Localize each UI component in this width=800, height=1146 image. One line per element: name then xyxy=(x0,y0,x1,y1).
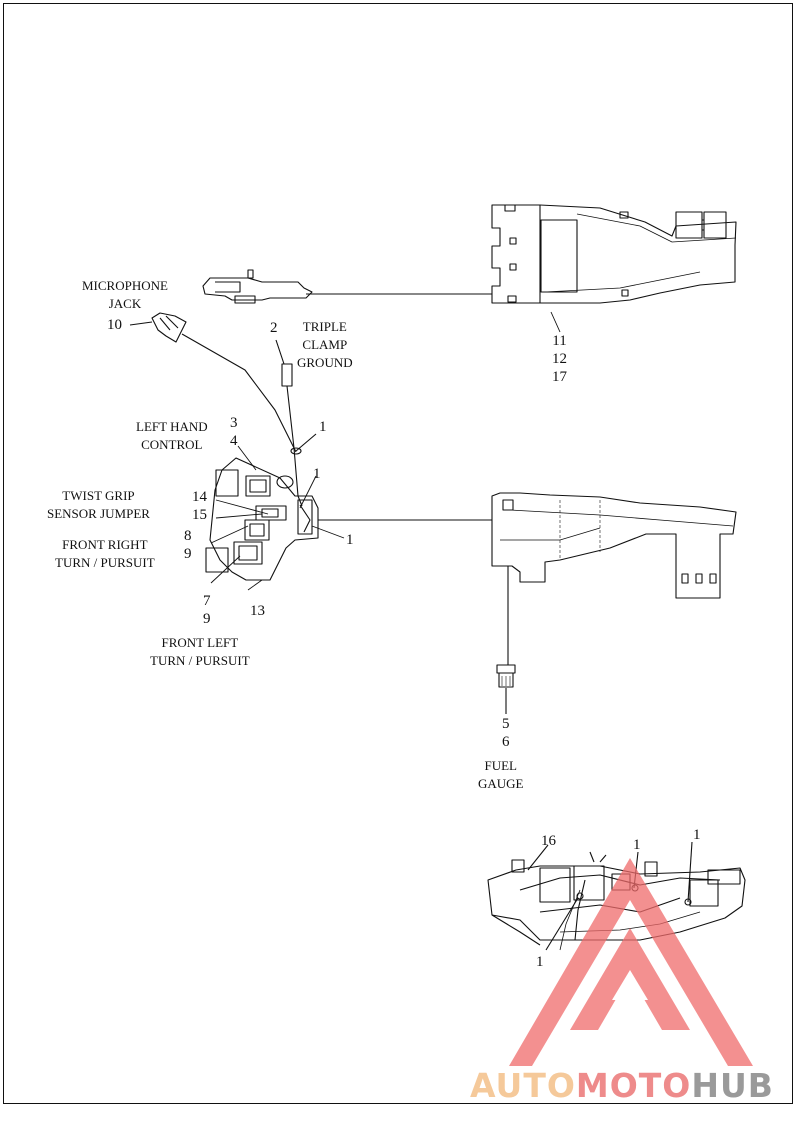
label-line: SENSOR JUMPER xyxy=(47,506,150,521)
callout-7-9: 7 9 xyxy=(203,592,211,628)
callout-17: 17 xyxy=(552,369,567,385)
watermark-logo-mark xyxy=(509,858,753,1066)
callout-16: 16 xyxy=(541,833,556,849)
callout-1-inset-c: 1 xyxy=(536,954,544,970)
callout-14: 14 xyxy=(192,489,207,505)
label-fuel-gauge: FUEL GAUGE xyxy=(478,757,524,793)
label-front-right-turn-pursuit: FRONT RIGHT TURN / PURSUIT xyxy=(55,536,155,572)
triple-clamp-ground-harness xyxy=(275,339,317,507)
label-line: TURN / PURSUIT xyxy=(150,653,250,668)
watermark-text-auto: AUTO xyxy=(470,1066,576,1105)
label-line: FRONT RIGHT xyxy=(62,537,148,552)
callout-14-15: 14 15 xyxy=(192,488,207,524)
label-line: GROUND xyxy=(297,355,353,370)
label-line: CLAMP xyxy=(302,337,348,352)
label-twist-grip-sensor-jumper: TWIST GRIP SENSOR JUMPER xyxy=(47,487,150,523)
watermark-logo: AUTOMOTOHUB xyxy=(470,1066,774,1105)
lower-harness-housing xyxy=(491,492,737,599)
callout-6: 6 xyxy=(502,734,510,750)
label-line: FUEL xyxy=(484,758,518,773)
callout-11: 11 xyxy=(552,333,567,349)
label-line: JACK xyxy=(108,296,142,311)
callout-3: 3 xyxy=(230,415,238,431)
microphone-jack-harness xyxy=(202,269,492,304)
callout-5: 5 xyxy=(502,716,510,732)
callout-10: 10 xyxy=(107,317,122,333)
left-hand-control-housing xyxy=(205,457,319,581)
callout-3-4: 3 4 xyxy=(230,414,238,450)
callout-1-right: 1 xyxy=(346,532,354,548)
callout-2: 2 xyxy=(270,320,278,336)
upper-harness-housing xyxy=(491,204,737,304)
leader-lines xyxy=(210,311,561,591)
drawing-frame xyxy=(3,3,793,1104)
watermark-text-moto: MOTO xyxy=(575,1066,692,1105)
callout-8: 8 xyxy=(184,528,192,544)
label-line: FRONT LEFT xyxy=(161,635,239,650)
label-line: MICROPHONE xyxy=(82,278,168,293)
callout-1-connector: 1 xyxy=(313,466,321,482)
label-triple-clamp-ground: TRIPLE CLAMP GROUND xyxy=(297,318,353,372)
callout-9: 9 xyxy=(184,546,192,562)
label-line: TURN / PURSUIT xyxy=(55,555,155,570)
callout-11-12-17: 11 12 17 xyxy=(552,332,567,386)
label-left-hand-control: LEFT HAND CONTROL xyxy=(136,418,208,454)
label-front-left-turn-pursuit: FRONT LEFT TURN / PURSUIT xyxy=(150,634,250,670)
fuel-gauge-harness xyxy=(496,566,516,714)
label-line: TRIPLE xyxy=(302,319,347,334)
callout-4: 4 xyxy=(230,433,238,449)
label-line: GAUGE xyxy=(478,776,524,791)
connector-10 xyxy=(129,312,297,453)
callout-5-6: 5 6 xyxy=(502,715,510,751)
label-microphone-jack: MICROPHONE JACK xyxy=(82,277,168,313)
callout-13: 13 xyxy=(250,603,265,619)
label-line: LEFT HAND xyxy=(136,419,208,434)
callout-12: 12 xyxy=(552,351,567,367)
callout-9: 9 xyxy=(203,611,211,627)
label-line: TWIST GRIP xyxy=(62,488,135,503)
callout-1-inset-b: 1 xyxy=(693,827,701,843)
callout-1-clamp: 1 xyxy=(319,419,327,435)
callout-1-inset-a: 1 xyxy=(633,837,641,853)
watermark-text-hub: HUB xyxy=(691,1066,774,1105)
label-line: CONTROL xyxy=(141,437,203,452)
callout-15: 15 xyxy=(192,507,207,523)
callout-8-9: 8 9 xyxy=(184,527,192,563)
callout-7: 7 xyxy=(203,593,211,609)
